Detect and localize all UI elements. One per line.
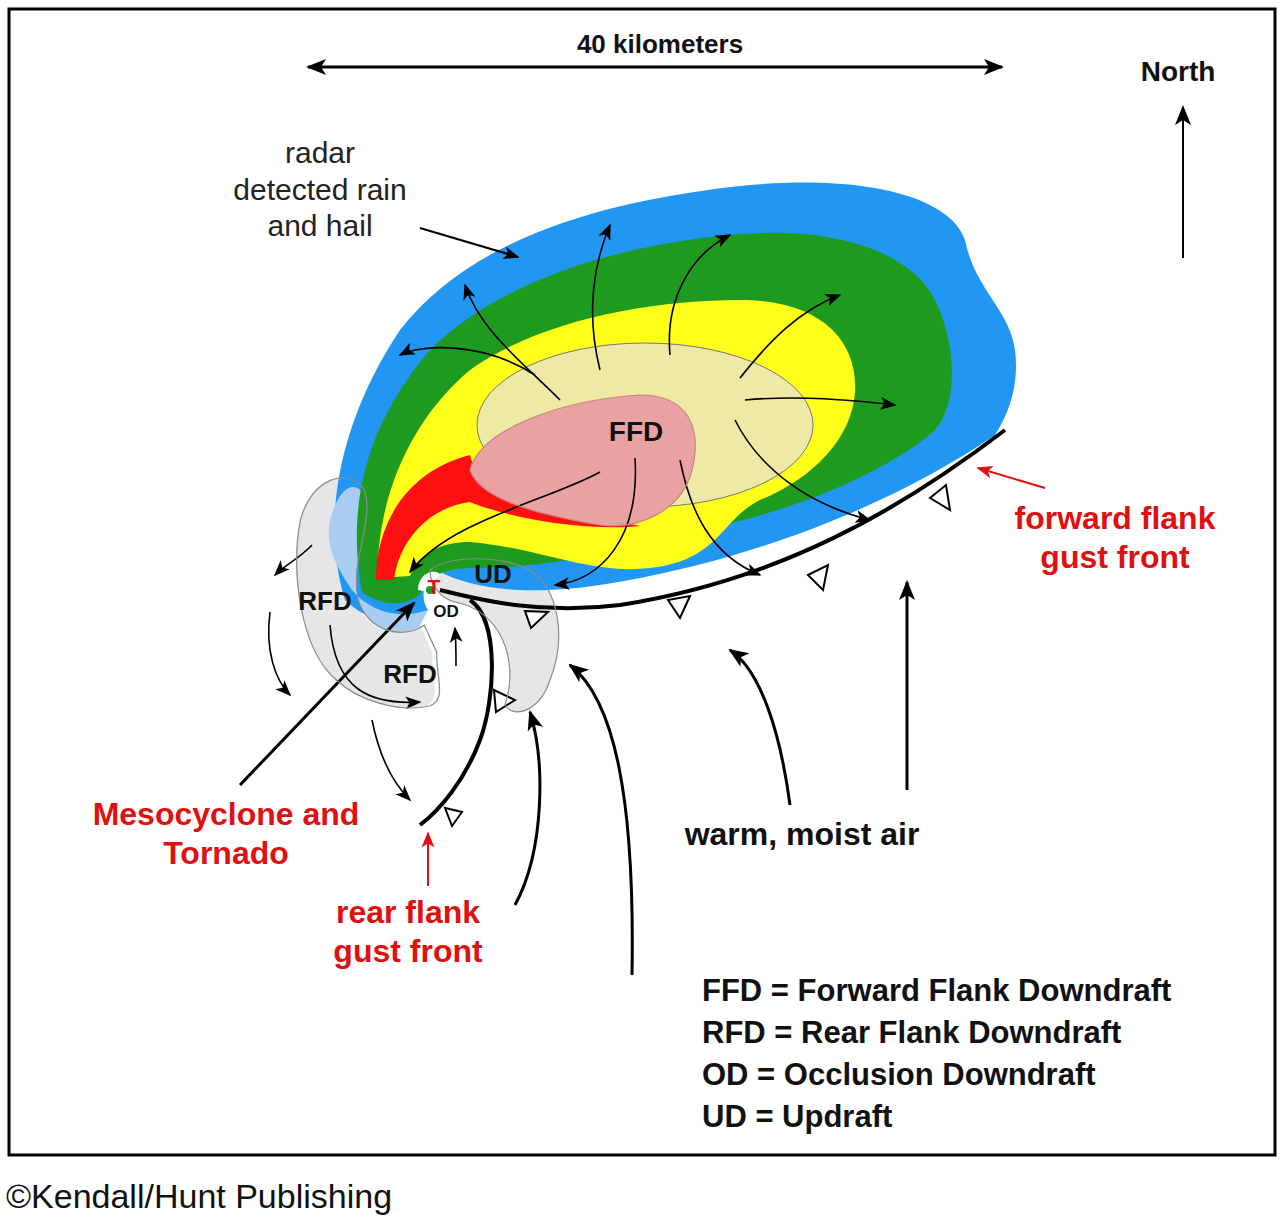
callout-label: Mesocyclone and Tornado (91, 795, 361, 873)
occlusion-mark: OD (433, 602, 459, 623)
air-label: warm, moist air (685, 815, 920, 854)
north-arrow (1182, 107, 1184, 258)
inflow-arrows (515, 582, 907, 975)
ffd-core: FFD (368, 388, 712, 538)
radar-blue (334, 182, 1016, 623)
key-line: UD = Updraft (702, 1098, 892, 1136)
key-line: FFD = Forward Flank Downdraft (702, 972, 1171, 1010)
rfd-region: RFD RFD (286, 462, 441, 718)
region-border (470, 395, 695, 526)
ud-region: UD (424, 548, 572, 724)
radar-green (357, 233, 952, 603)
scale-label: 40 kilometers (573, 29, 747, 61)
copyright-note: ©Kendall/Hunt Publishing (6, 1176, 392, 1217)
ffd-core-fill (470, 395, 695, 526)
region-outline (368, 388, 712, 538)
frame (9, 9, 1275, 1155)
region-border (297, 478, 440, 708)
ffd-outflow-arrows (400, 225, 895, 585)
key-line: RFD = Rear Flank Downdraft (702, 1014, 1121, 1052)
north-label: North (1141, 55, 1216, 89)
region-label: UD (474, 559, 512, 591)
rfd-arrows (269, 545, 456, 800)
key-line: OD = Occlusion Downdraft (702, 1056, 1096, 1094)
radar-yellow (378, 300, 855, 578)
tornado-mark: T (428, 574, 441, 600)
region-label: RFD (298, 586, 351, 618)
callout-label: rear flank gust front (308, 893, 508, 971)
callout-label: radar detected rain and hail (228, 135, 413, 245)
region-label: FFD (609, 415, 663, 449)
region-border (430, 559, 559, 712)
radar-leader (420, 228, 518, 257)
forward-flank-gust-front (440, 430, 1005, 628)
rear-flank-gust-front (420, 600, 515, 826)
scale-arrow (308, 66, 1002, 69)
region-label: RFD (383, 659, 436, 691)
rfgf-leader (427, 833, 429, 886)
ffgf-leader (978, 468, 1045, 488)
callout-label: forward flank gust front (984, 499, 1246, 577)
